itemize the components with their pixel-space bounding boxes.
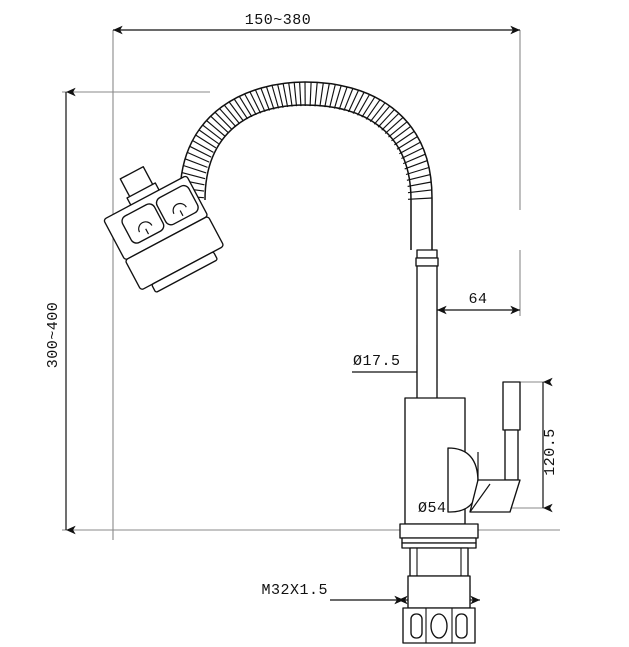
- stream-stem-icon: [179, 210, 184, 217]
- extension-lines: [62, 30, 560, 612]
- hose-rib: [187, 151, 210, 163]
- hose-rib: [210, 115, 229, 134]
- hose-rib: [223, 104, 240, 124]
- hose-rib: [184, 158, 208, 168]
- hose-rib: [384, 116, 404, 134]
- hose-rib: [377, 109, 395, 128]
- hose-rib: [399, 141, 421, 155]
- hose-rib: [407, 189, 432, 194]
- spray-mode-button[interactable]: [120, 202, 166, 245]
- hose-rib: [254, 89, 266, 113]
- hose-rib: [319, 82, 324, 107]
- dimtext-reach: 150~380: [245, 12, 312, 29]
- hose-rib: [265, 86, 275, 110]
- hose-rib: [233, 98, 249, 120]
- lever-lower: [504, 429, 519, 481]
- hose-rib: [333, 85, 342, 109]
- tube-upper-ring: [416, 249, 438, 259]
- lever-handle[interactable]: [469, 381, 521, 513]
- hose-rib: [352, 91, 365, 114]
- hose-rib: [282, 83, 289, 108]
- hose-rib: [365, 99, 381, 120]
- hose-rib: [214, 111, 233, 130]
- dimtext-handle-height: 120.5: [542, 428, 559, 476]
- flange-washer-1: [401, 537, 477, 544]
- dimtext-spout-offset: 64: [468, 291, 487, 308]
- hose-rib: [314, 82, 318, 107]
- flange-washer-2: [401, 542, 477, 549]
- hose-rib: [324, 83, 330, 108]
- hose-rib: [369, 102, 386, 123]
- lever-upper: [502, 381, 521, 431]
- hose-rib: [219, 108, 237, 127]
- hose-rib: [288, 82, 293, 107]
- hose-rib: [361, 96, 376, 118]
- hose-rib: [373, 105, 391, 125]
- deck-flange: [399, 523, 479, 539]
- hose-rib: [277, 84, 284, 108]
- dimtext-tube-diameter: Ø17.5: [353, 353, 401, 370]
- hose-rib: [309, 82, 312, 107]
- hose-rib: [347, 89, 360, 113]
- threaded-shank: [409, 547, 469, 577]
- spray-head: [103, 166, 224, 293]
- hose-rib: [329, 84, 336, 108]
- hose-rib: [293, 82, 298, 107]
- hose-rib: [405, 166, 430, 176]
- tube-shaft: [416, 265, 438, 401]
- spray-arc-icon: [138, 221, 153, 233]
- hose-rib: [195, 134, 217, 149]
- hose-rib: [198, 129, 219, 145]
- shank-lower: [407, 575, 471, 609]
- head-nozzle-face: [151, 251, 218, 293]
- hose-rib: [406, 174, 431, 181]
- hose-rib: [402, 153, 426, 165]
- base-assembly: [399, 523, 479, 644]
- hose-rib: [183, 164, 207, 174]
- hose-rib: [271, 85, 280, 109]
- hose-rib: [181, 172, 206, 180]
- hose-rib: [407, 197, 433, 200]
- slot-left: [410, 613, 423, 639]
- dimtext-height: 300~400: [45, 302, 62, 369]
- hose-rib: [357, 94, 370, 116]
- hose-rib: [228, 101, 244, 122]
- riser-tube: [415, 249, 439, 401]
- faucet-geometry: [103, 81, 521, 644]
- hose-rib: [299, 82, 302, 107]
- stream-arc-icon: [172, 202, 187, 215]
- hose-rib: [238, 95, 253, 118]
- flexible-ribbed-hose: [179, 81, 433, 250]
- hose-rib: [260, 87, 271, 111]
- lever-base-wedge: [469, 479, 521, 513]
- hose-rib: [407, 181, 432, 187]
- hose-rib: [189, 145, 212, 158]
- spray-stem-icon: [145, 228, 150, 235]
- dimtext-body-diameter: Ø54: [418, 500, 447, 517]
- hose-rib: [249, 91, 262, 114]
- hose-rib: [391, 125, 412, 142]
- dimension-lines: [65, 25, 553, 605]
- hose-rib: [404, 160, 428, 170]
- hose-rib: [394, 130, 415, 146]
- faucet-body-cylinder: [404, 397, 479, 525]
- dimtext-thread: M32X1.5: [261, 582, 328, 599]
- mode-button-group[interactable]: [120, 184, 200, 246]
- hose-rib: [202, 124, 222, 141]
- oval-center: [430, 613, 448, 639]
- hose-rib: [388, 121, 408, 138]
- tube-collar: [415, 257, 439, 267]
- hose-rib: [206, 120, 226, 137]
- hose-rib: [381, 112, 400, 131]
- slot-right: [455, 613, 468, 639]
- hose-rib: [396, 136, 418, 150]
- hose-rib: [244, 93, 257, 116]
- hose-rib: [401, 147, 424, 160]
- hose-rib: [338, 86, 348, 110]
- hose-rib: [343, 88, 354, 111]
- hose-rib: [192, 140, 214, 153]
- stream-mode-button[interactable]: [154, 184, 200, 227]
